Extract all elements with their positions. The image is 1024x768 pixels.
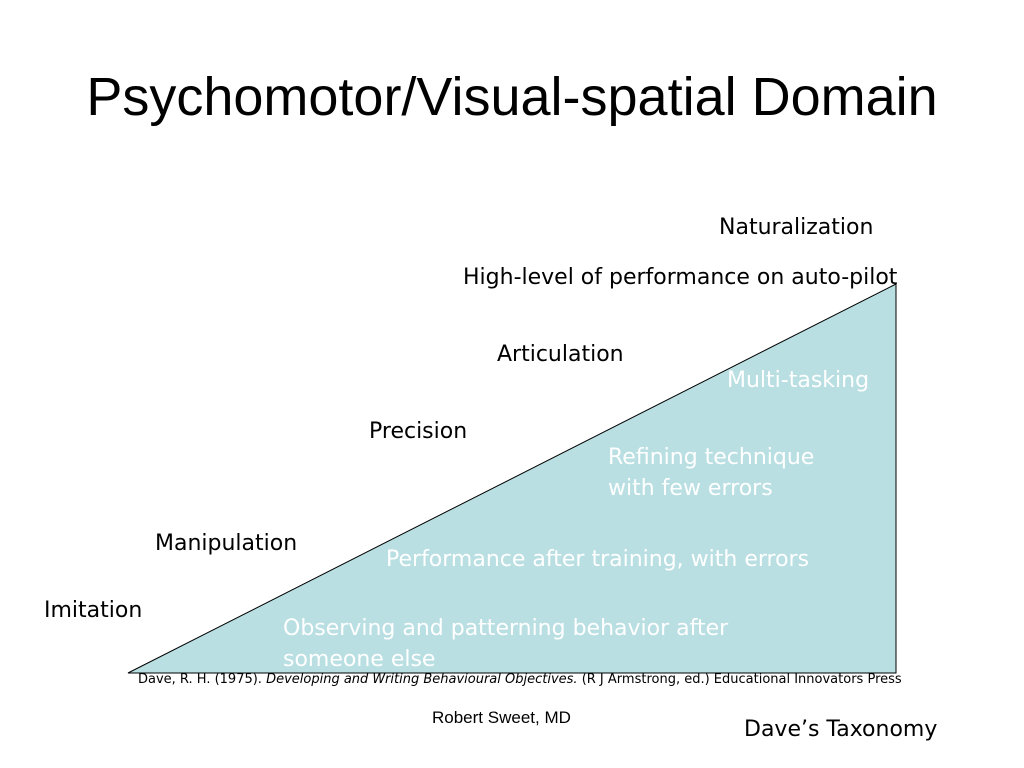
description-precision-line2: with few errors	[608, 476, 773, 501]
level-name-manipulation: Manipulation	[155, 531, 298, 556]
level-name-articulation: Articulation	[497, 342, 624, 367]
triangle-shape	[127, 283, 897, 674]
citation-prefix: Dave, R. H. (1975).	[138, 672, 267, 687]
level-name-precision: Precision	[369, 419, 468, 444]
slide-title: Psychomotor/Visual-spatial Domain	[86, 67, 938, 127]
footer-label: Dave’s Taxonomy	[744, 717, 938, 742]
description-precision-line1: Refining technique	[608, 445, 815, 470]
citation-suffix: (R J Armstrong, ed.) Educational Innovat…	[577, 672, 902, 687]
citation-book-title: Developing and Writing Behavioural Objec…	[266, 672, 578, 687]
level-name-imitation: Imitation	[44, 598, 143, 623]
citation: Dave, R. H. (1975). Developing and Writi…	[138, 671, 902, 689]
description-articulation: Multi-tasking	[727, 368, 870, 393]
description-imitation-line2: someone else	[283, 647, 436, 672]
level-name-naturalization: Naturalization	[719, 215, 874, 240]
description-manipulation: Performance after training, with errors	[386, 547, 810, 572]
description-imitation-line1: Observing and patterning behavior after	[283, 616, 729, 641]
author-credit: Robert Sweet, MD	[432, 708, 571, 727]
description-naturalization: High-level of performance on auto-pilot	[463, 265, 898, 290]
